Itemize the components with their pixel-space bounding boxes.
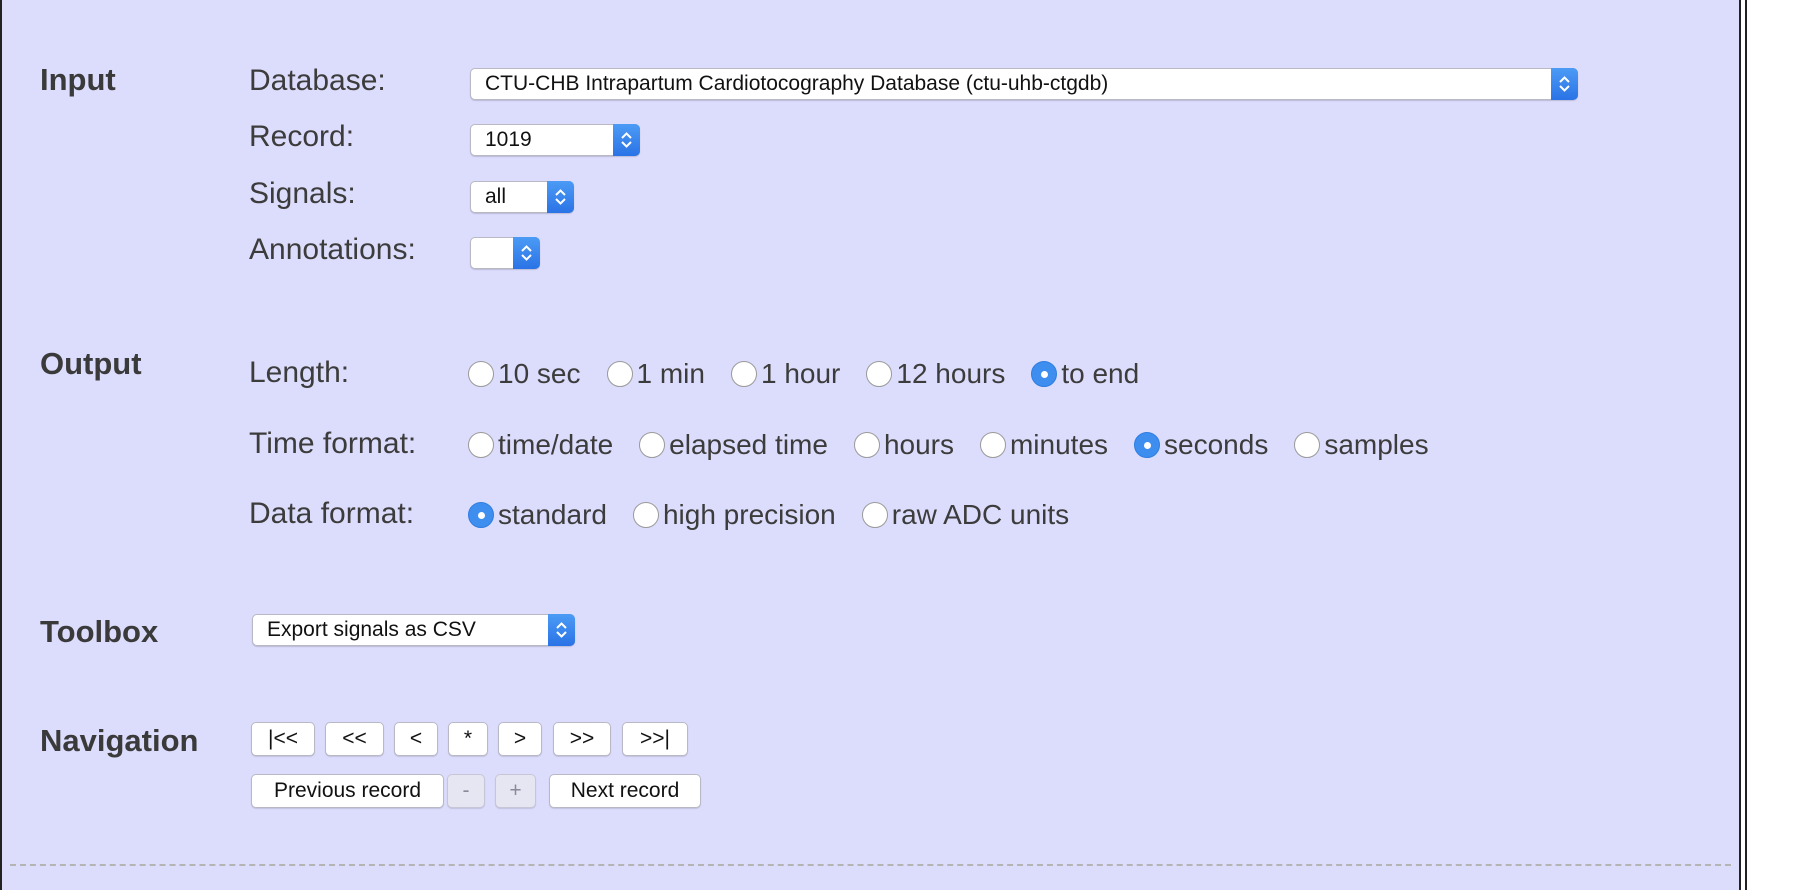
signals-label: Signals: (249, 177, 356, 210)
navigation-section-title: Navigation (40, 723, 199, 758)
annotations-select[interactable] (470, 237, 540, 269)
time-format-option-time-date[interactable]: time/date (468, 429, 613, 461)
nav-center-button[interactable]: * (448, 722, 488, 756)
radio-button[interactable] (853, 432, 880, 458)
data-format-option-label: raw ADC units (891, 499, 1070, 530)
database-label: Database: (249, 64, 386, 97)
length-label: Length: (249, 356, 350, 389)
length-option-label: to end (1061, 358, 1140, 389)
time-format-option-samples[interactable]: samples (1294, 429, 1429, 461)
data-format-option-standard[interactable]: standard (468, 499, 607, 531)
database-select[interactable]: CTU-CHB Intrapartum Cardiotocography Dat… (470, 68, 1578, 100)
length-option-1hour[interactable]: 1 hour (730, 358, 841, 390)
record-select-value: 1019 (485, 128, 532, 151)
length-option-label: 10 sec (498, 358, 581, 389)
wave-panel: Input Database: CTU-CHB Intrapartum Card… (0, 0, 1741, 890)
time-format-radio-group: time/date elapsed time hours minutes sec… (468, 428, 1429, 462)
data-format-option-label: high precision (662, 499, 836, 530)
nav-last-button[interactable]: >>| (622, 722, 688, 756)
radio-button[interactable] (632, 502, 659, 528)
record-select[interactable]: 1019 (470, 124, 640, 156)
time-format-option-label: elapsed time (669, 429, 828, 460)
radio-button[interactable] (866, 361, 893, 387)
section-divider (10, 864, 1731, 866)
length-option-label: 1 min (636, 358, 705, 389)
radio-button[interactable] (1294, 432, 1321, 458)
length-option-10sec[interactable]: 10 sec (468, 358, 581, 390)
time-format-option-label: samples (1324, 429, 1429, 460)
length-option-label: 1 hour (760, 358, 841, 389)
nav-forward-button[interactable]: >> (553, 722, 611, 756)
nav-rewind-button[interactable]: << (325, 722, 384, 756)
next-record-button[interactable]: Next record (549, 774, 701, 808)
chevron-updown-icon (613, 124, 640, 156)
zoom-plus-button[interactable]: + (495, 774, 536, 808)
radio-button[interactable] (606, 361, 633, 387)
length-radio-group: 10 sec 1 min 1 hour 12 hours to end (468, 357, 1139, 391)
window-border (1745, 0, 1747, 890)
toolbox-select[interactable]: Export signals as CSV (252, 614, 575, 646)
database-select-value: CTU-CHB Intrapartum Cardiotocography Dat… (485, 72, 1109, 95)
data-format-option-high-precision[interactable]: high precision (632, 499, 836, 531)
radio-button[interactable] (979, 432, 1006, 458)
length-option-12hours[interactable]: 12 hours (866, 358, 1005, 390)
chevron-updown-icon (513, 237, 540, 269)
record-label: Record: (249, 120, 355, 153)
output-section-title: Output (40, 346, 142, 381)
toolbox-section-title: Toolbox (40, 614, 159, 649)
time-format-option-hours[interactable]: hours (853, 429, 954, 461)
chevron-updown-icon (1551, 68, 1578, 100)
time-format-option-minutes[interactable]: minutes (979, 429, 1109, 461)
time-format-option-label: time/date (498, 429, 614, 460)
nav-prev-button[interactable]: < (394, 722, 438, 756)
signals-select[interactable]: all (470, 181, 574, 213)
data-format-option-raw-adc[interactable]: raw ADC units (861, 499, 1070, 531)
radio-button[interactable] (861, 502, 888, 528)
toolbox-select-value: Export signals as CSV (267, 618, 476, 641)
annotations-label: Annotations: (249, 233, 416, 266)
radio-button[interactable] (639, 432, 666, 458)
radio-button[interactable] (730, 361, 757, 387)
time-format-option-label: minutes (1009, 429, 1109, 460)
length-option-label: 12 hours (896, 358, 1006, 389)
radio-button[interactable] (468, 432, 494, 458)
time-format-option-label: hours (883, 429, 954, 460)
radio-button-selected[interactable] (1031, 361, 1058, 387)
length-option-to-end[interactable]: to end (1031, 358, 1139, 390)
zoom-minus-button[interactable]: - (447, 774, 485, 808)
time-format-option-seconds[interactable]: seconds (1134, 429, 1268, 461)
nav-next-button[interactable]: > (498, 722, 542, 756)
length-option-1min[interactable]: 1 min (606, 358, 705, 390)
input-section-title: Input (40, 62, 116, 97)
chevron-updown-icon (548, 614, 575, 646)
data-format-label: Data format: (249, 497, 415, 530)
time-format-option-elapsed[interactable]: elapsed time (639, 429, 828, 461)
radio-button[interactable] (468, 361, 494, 387)
chevron-updown-icon (547, 181, 574, 213)
radio-button-selected[interactable] (468, 502, 494, 528)
radio-button-selected[interactable] (1134, 432, 1161, 458)
previous-record-button[interactable]: Previous record (251, 774, 444, 808)
nav-first-button[interactable]: |<< (251, 722, 315, 756)
signals-select-value: all (485, 185, 507, 208)
data-format-option-label: standard (498, 499, 607, 530)
time-format-option-label: seconds (1164, 429, 1269, 460)
time-format-label: Time format: (249, 427, 417, 460)
data-format-radio-group: standard high precision raw ADC units (468, 498, 1069, 532)
